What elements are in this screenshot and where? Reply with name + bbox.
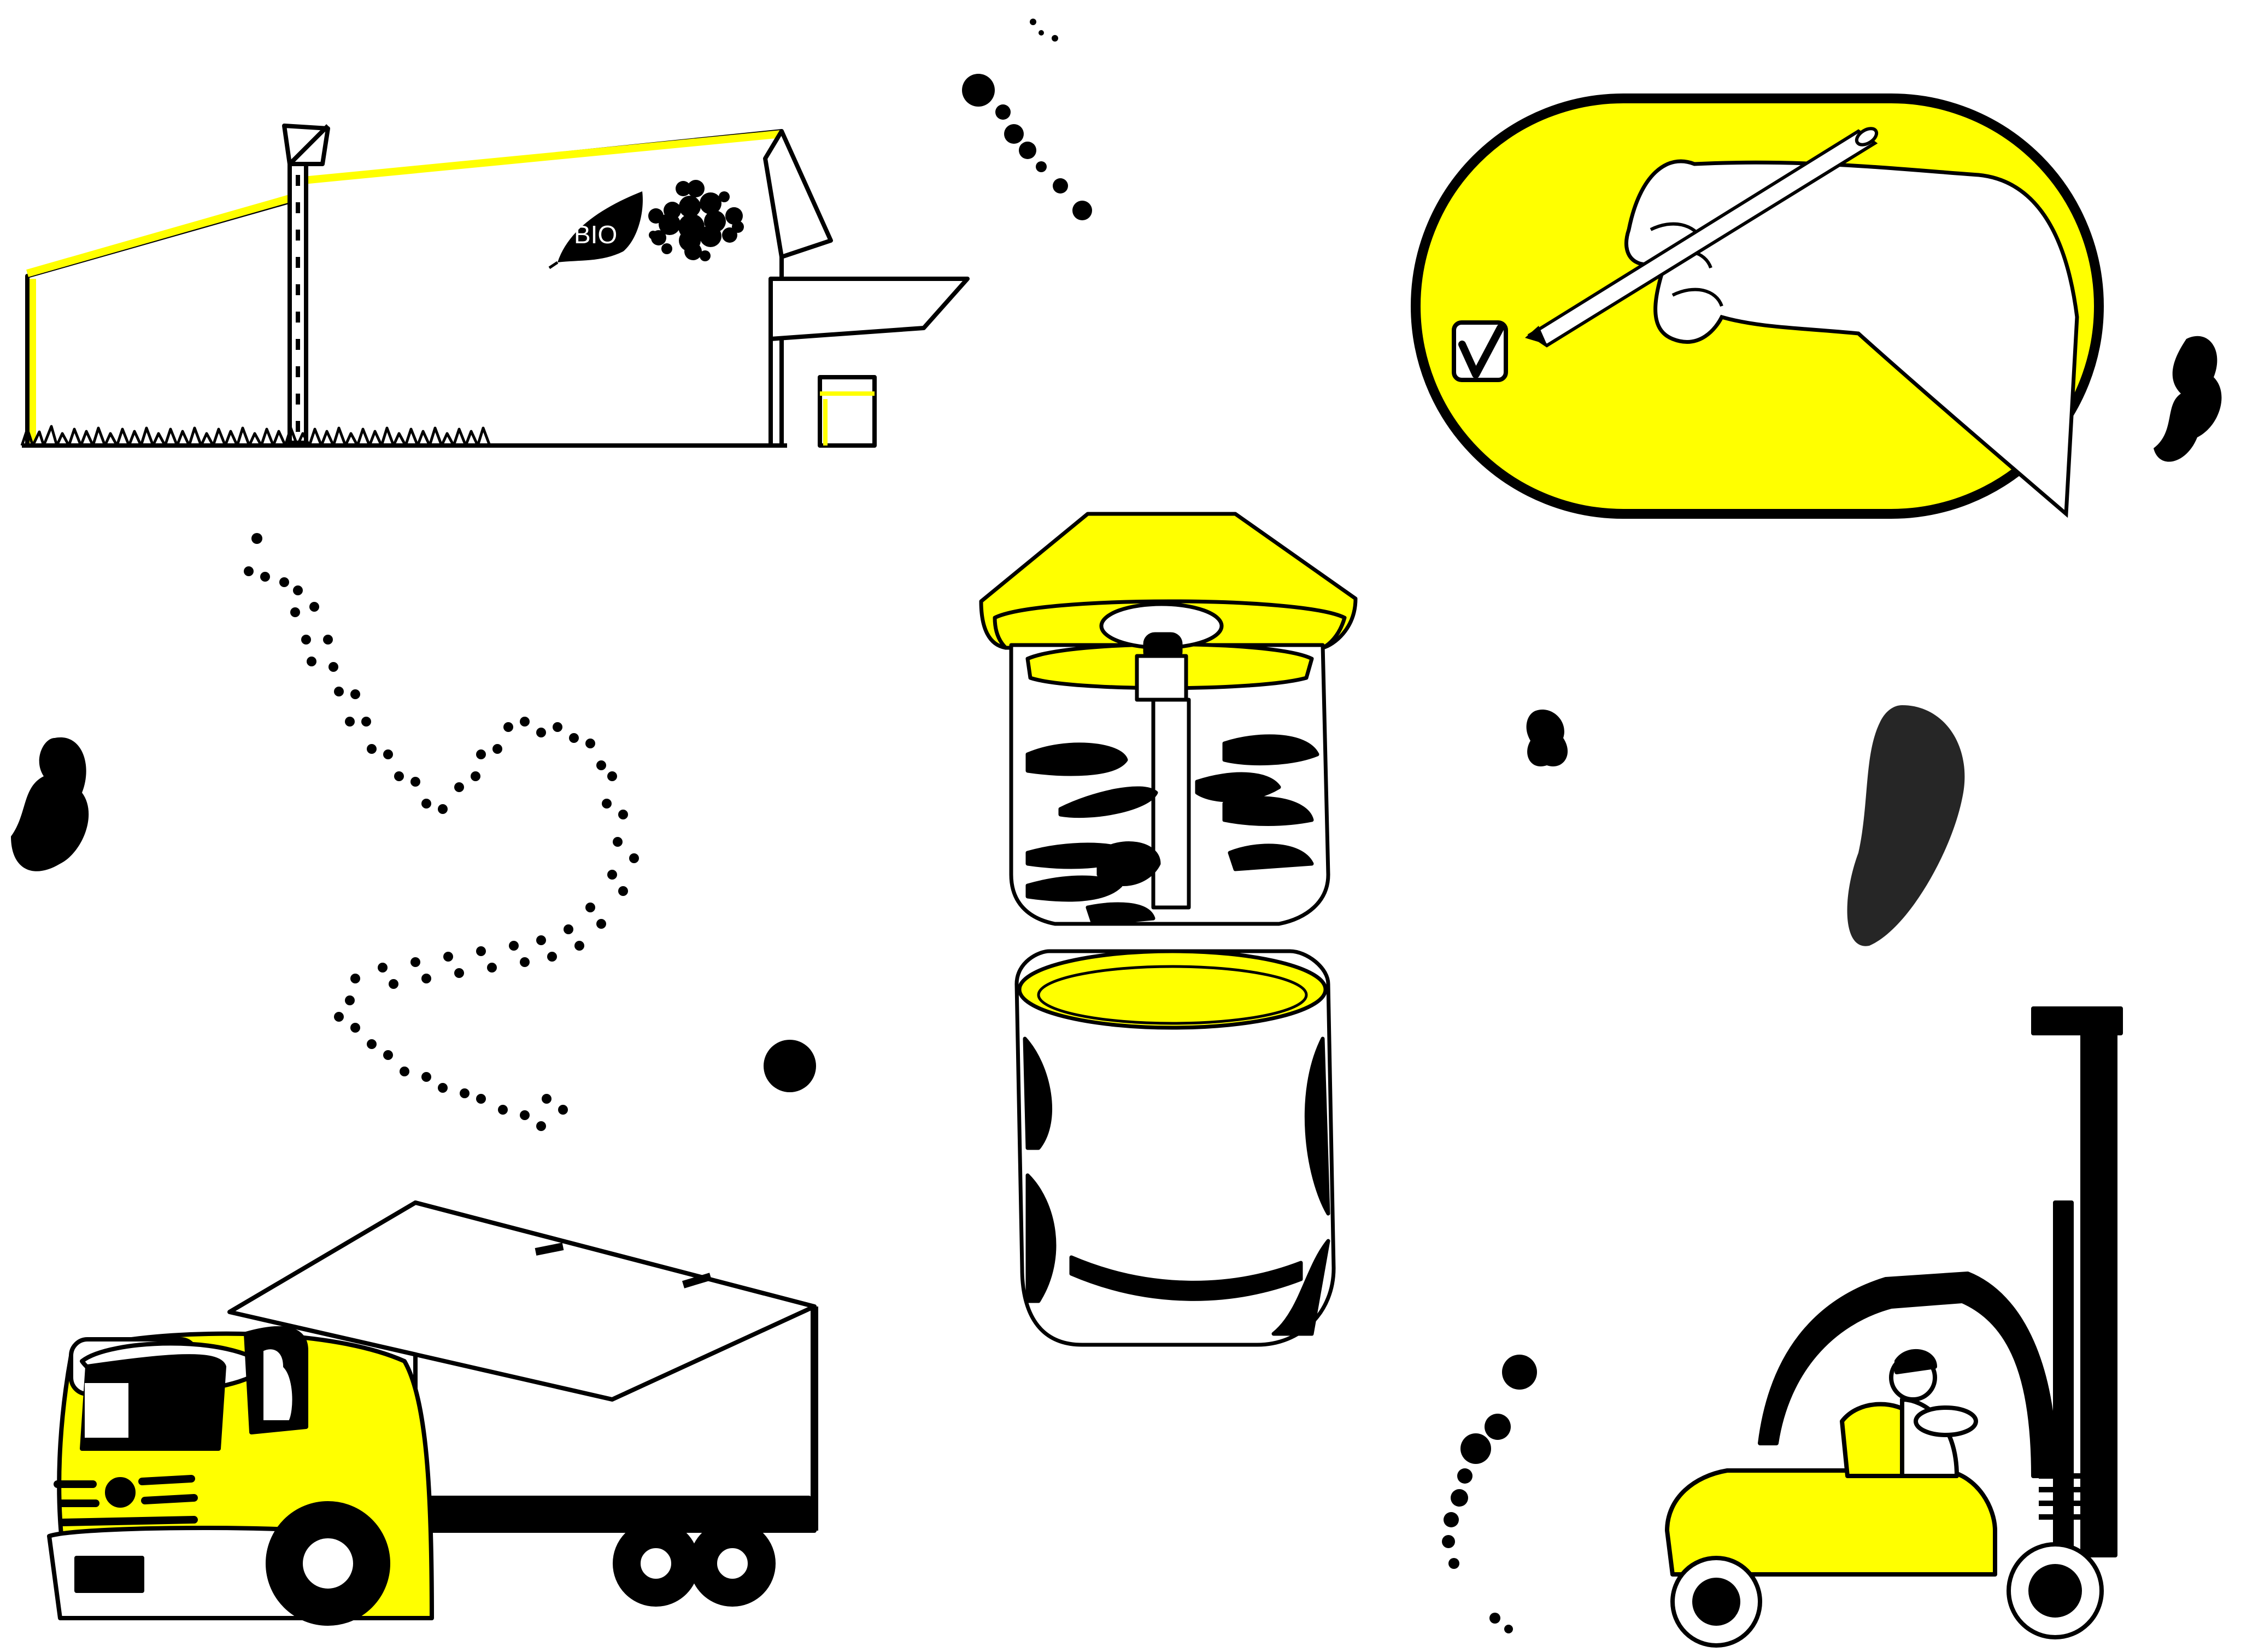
fingerprint-smudge xyxy=(1847,705,1965,946)
tank-pot xyxy=(1014,949,1336,1347)
delivery-truck xyxy=(47,1200,818,1626)
bio-logo: BIO xyxy=(548,180,744,270)
pencil-icon xyxy=(1525,127,1879,348)
factory-building xyxy=(20,124,970,448)
checkmark-icon xyxy=(1458,324,1504,378)
bio-logo-text: BIO xyxy=(574,220,617,249)
mixing-tank xyxy=(979,512,1358,1347)
truck-wheels xyxy=(266,1501,776,1626)
hand-checking-box xyxy=(1411,93,2104,519)
forklift xyxy=(1665,1006,2123,1648)
footprint-trail xyxy=(244,533,639,1131)
ink-splatters xyxy=(11,19,2222,1633)
mercedes-star-icon xyxy=(105,1477,136,1508)
bio-bubbles-icon xyxy=(648,180,744,261)
